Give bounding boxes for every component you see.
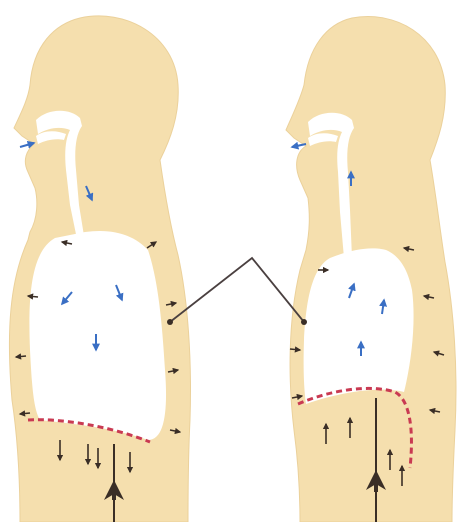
connector-dot <box>301 319 307 325</box>
lung-cavity <box>304 248 414 404</box>
chest-arrow <box>290 349 300 350</box>
chest-arrow <box>28 296 38 297</box>
figure-exhalation <box>286 17 456 522</box>
chest-arrow <box>20 413 30 414</box>
figure-inhalation <box>9 16 190 522</box>
chest-arrow <box>16 356 26 357</box>
lung-cavity <box>29 231 166 440</box>
connector-dot <box>167 319 173 325</box>
